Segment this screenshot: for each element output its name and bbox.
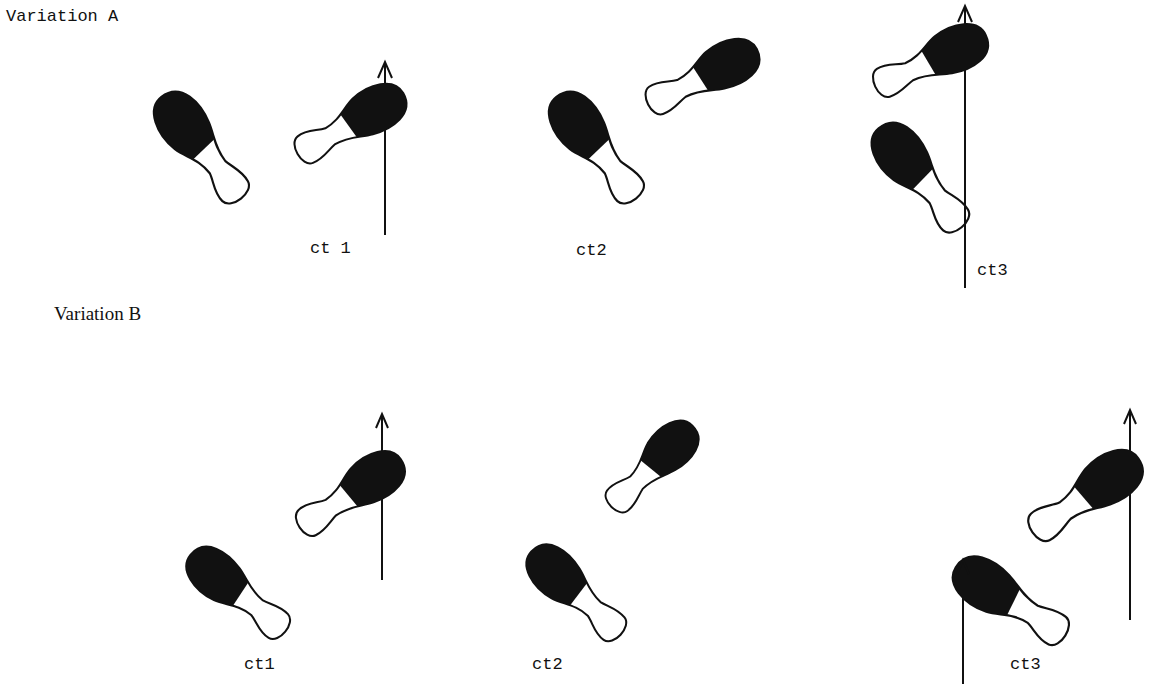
count-label: ct1	[242, 656, 277, 675]
count-label: ct 1	[308, 240, 353, 259]
right-footprint	[287, 74, 415, 174]
left-footprint	[516, 535, 636, 651]
direction-arrow	[957, 560, 969, 684]
direction-arrow	[376, 414, 388, 580]
variation-heading: Variation A	[4, 8, 120, 27]
left-footprint	[861, 113, 980, 242]
right-footprint	[1019, 439, 1152, 552]
right-footprint	[597, 411, 708, 522]
direction-arrow	[378, 62, 392, 235]
direction-arrow	[958, 6, 972, 288]
count-label: ct3	[975, 262, 1010, 281]
left-footprint	[177, 537, 300, 649]
right-footprint	[638, 29, 767, 124]
direction-arrow	[1124, 410, 1136, 620]
left-footprint	[143, 82, 260, 213]
count-label: ct2	[530, 656, 565, 675]
count-label: ct2	[574, 242, 609, 261]
variation-heading: Variation B	[52, 304, 143, 325]
count-label: ct3	[1008, 656, 1043, 675]
right-footprint	[287, 441, 413, 546]
right-footprint	[866, 15, 995, 107]
left-footprint	[538, 82, 655, 213]
